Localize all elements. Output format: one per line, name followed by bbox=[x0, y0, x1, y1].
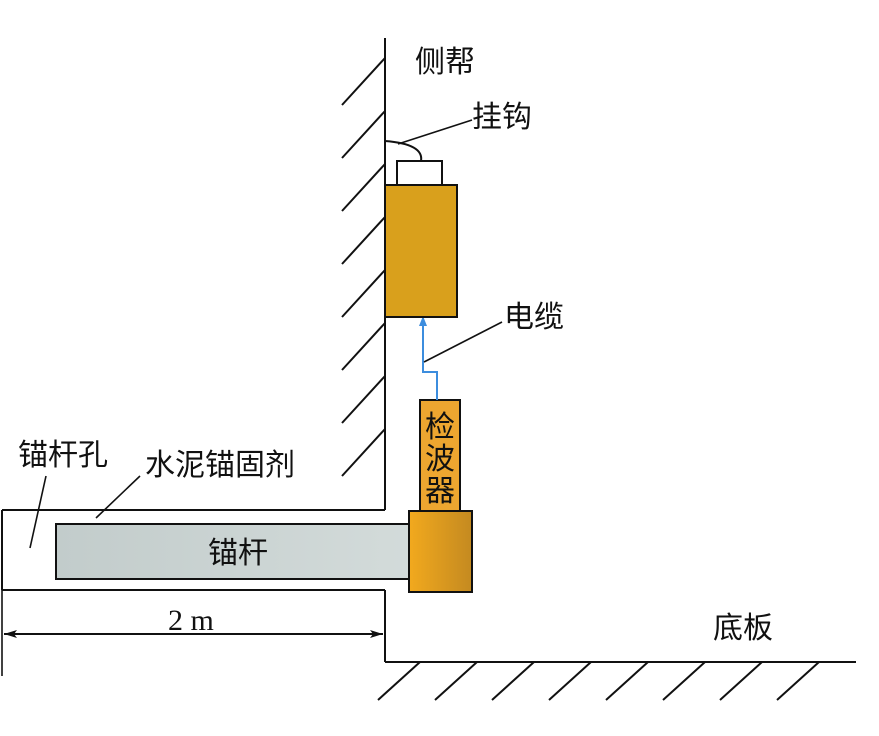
hook-label: 挂钩 bbox=[472, 100, 532, 135]
recorder-box bbox=[384, 184, 458, 318]
bolt-hole-label: 锚杆孔 bbox=[18, 438, 108, 473]
floor-label: 底板 bbox=[713, 611, 773, 646]
hook-leader bbox=[397, 119, 473, 145]
geophone-label-char-2: 波 bbox=[425, 442, 455, 477]
bolt-end-plate bbox=[408, 510, 473, 593]
hook-bracket bbox=[396, 160, 443, 186]
dimension-label: 2 m bbox=[168, 604, 214, 637]
cement-agent-label: 水泥锚固剂 bbox=[145, 448, 295, 483]
geophone bbox=[419, 399, 461, 512]
bolt-label: 锚杆 bbox=[208, 536, 268, 571]
cable bbox=[419, 316, 438, 400]
geophone-label-char-1: 检 bbox=[425, 410, 455, 445]
bolt-hole bbox=[1, 509, 385, 591]
cable-leader bbox=[423, 321, 503, 363]
dimension bbox=[1, 590, 383, 676]
cable-label: 电缆 bbox=[504, 300, 564, 335]
hook bbox=[384, 140, 423, 162]
bolt-hole-leader bbox=[29, 475, 47, 549]
side-wall-hatching bbox=[341, 57, 386, 477]
cement-agent-leader bbox=[95, 475, 141, 519]
geophone-label-char-3: 器 bbox=[425, 474, 455, 509]
side-wall-label: 侧帮 bbox=[415, 45, 475, 80]
floor-hatching bbox=[377, 661, 820, 701]
floor bbox=[377, 661, 856, 701]
